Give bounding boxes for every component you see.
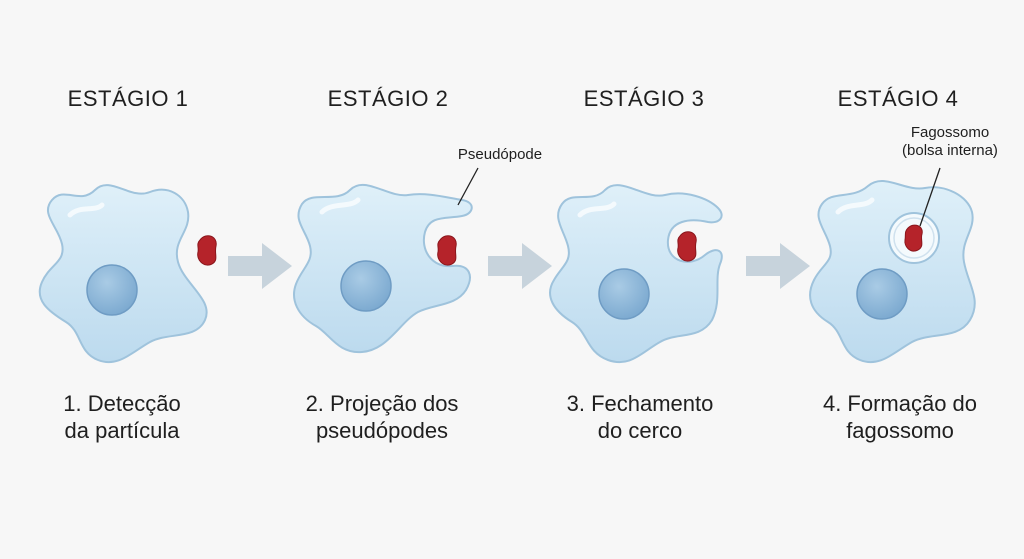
phagosome-sublabel: (bolsa interna) <box>902 142 998 159</box>
stage-2-caption: 2. Projeção dos pseudópodes <box>262 390 502 444</box>
phagosome-leader-line <box>919 167 941 227</box>
stage-1-caption-line-2: da partícula <box>64 418 180 443</box>
nucleus-3 <box>598 268 650 320</box>
stage-2-caption-line-2: pseudópodes <box>315 418 449 443</box>
particle-4 <box>904 224 923 252</box>
arrow-3-to-4 <box>746 243 810 289</box>
stage-4-caption-line-1: 4. Formação do <box>822 391 978 416</box>
pseudopod-leader-line <box>457 167 479 206</box>
stage-1-caption: 1. Detecção da partícula <box>2 390 242 444</box>
particle-2 <box>437 235 457 266</box>
stage-4-title: ESTÁGIO 4 <box>837 86 959 111</box>
cell-stage-1 <box>38 184 217 363</box>
pseudopod-label: Pseudópode <box>457 146 543 163</box>
nucleus-1 <box>86 264 138 316</box>
particle-1 <box>197 235 217 266</box>
stage-2-caption-line-1: 2. Projeção dos <box>305 391 459 416</box>
phagosome-callout: Fagossomo (bolsa interna) <box>880 124 1020 160</box>
stage-3-caption: 3. Fechamento do cerco <box>520 390 760 444</box>
stage-2-title: ESTÁGIO 2 <box>327 86 449 111</box>
cell-stage-3 <box>549 184 723 364</box>
stage-1-caption-line-1: 1. Detecção <box>63 391 181 416</box>
phagosome-label: Fagossomo <box>910 124 990 141</box>
cell-stage-2 <box>293 167 479 354</box>
stage-3-caption-line-1: 3. Fechamento <box>566 391 714 416</box>
particle-3 <box>677 231 697 262</box>
pseudopod-callout: Pseudópode <box>440 146 560 164</box>
stage-4-caption-line-2: fagossomo <box>846 418 954 443</box>
arrow-1-to-2 <box>228 243 292 289</box>
arrow-2-to-3 <box>488 243 552 289</box>
stage-3-title: ESTÁGIO 3 <box>583 86 705 111</box>
stage-1-title: ESTÁGIO 1 <box>67 86 189 111</box>
stage-3-caption-line-2: do cerco <box>597 418 683 443</box>
stage-4-caption: 4. Formação do fagossomo <box>780 390 1020 444</box>
nucleus-2 <box>340 260 392 312</box>
nucleus-4 <box>856 268 908 320</box>
cell-stage-4 <box>809 167 976 363</box>
